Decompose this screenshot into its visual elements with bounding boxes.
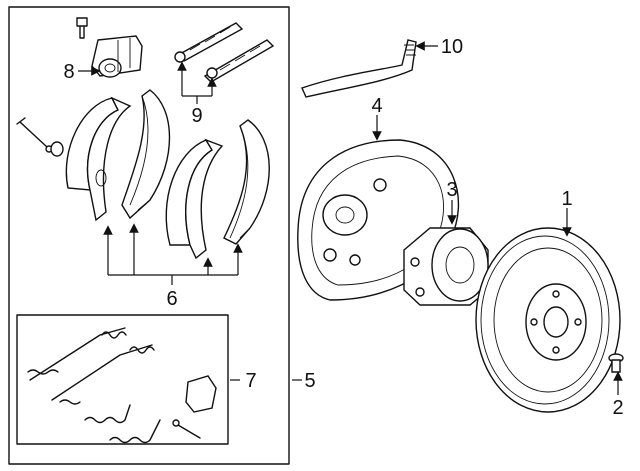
callout-2: 2 — [612, 397, 623, 419]
callout-3: 3 — [446, 179, 457, 201]
wheel-cylinder-part — [76, 17, 143, 78]
brake-drum-part — [475, 227, 621, 413]
drum-screw-part — [608, 353, 624, 373]
hub-bearing-part — [403, 227, 489, 306]
callout-10: 10 — [441, 36, 463, 58]
callout-leaders — [78, 41, 623, 395]
callout-9-leaders — [177, 61, 217, 104]
hardware-kit-box — [16, 314, 229, 445]
brake-adjuster-part — [174, 22, 275, 83]
brake-shoe-3 — [165, 138, 224, 260]
brake-shoe-4 — [223, 119, 270, 245]
spring-hardware-part — [27, 327, 217, 444]
callout-1: 1 — [561, 188, 572, 210]
hold-down-pin-part — [16, 117, 64, 157]
brake-shoe-1 — [65, 96, 132, 222]
brake-hose-part — [301, 39, 417, 98]
brake-kit-box — [8, 6, 290, 465]
callout-9: 9 — [191, 105, 202, 127]
callout-5: 5 — [304, 370, 315, 392]
callout-4: 4 — [371, 95, 382, 117]
callout-8: 8 — [63, 61, 74, 83]
callout-7: 7 — [245, 370, 256, 392]
brake-shoe-2 — [121, 89, 171, 220]
callout-6-leaders — [103, 223, 243, 285]
callout-6: 6 — [166, 288, 177, 310]
